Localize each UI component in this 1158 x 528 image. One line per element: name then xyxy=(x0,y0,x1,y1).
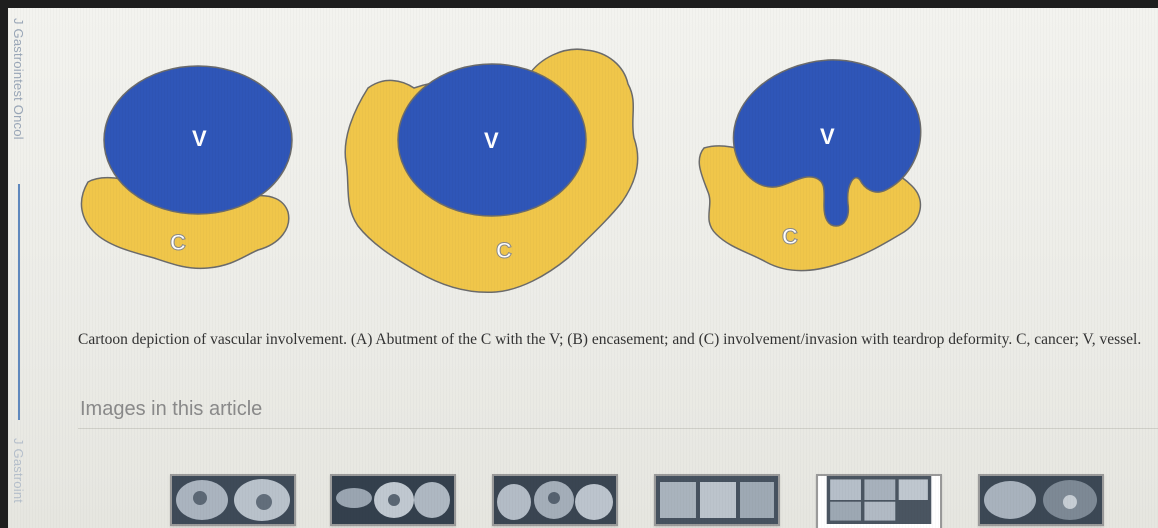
panel-c: V C xyxy=(699,60,920,271)
journal-side-rail: J Gastrointest Oncol J Gastroint xyxy=(8,8,36,528)
side-rail-line xyxy=(18,184,20,420)
panel-a-vessel-letter: V xyxy=(192,126,207,151)
panel-a: V C xyxy=(81,66,292,268)
ct-scan-thumbnail-icon xyxy=(818,476,940,524)
vascular-involvement-figure: V C V C V C xyxy=(68,36,928,304)
panel-c-vessel-letter: V xyxy=(820,124,835,149)
panel-b-vessel-letter: V xyxy=(484,128,499,153)
thumbnail-strip xyxy=(170,474,1130,528)
ct-scan-thumbnail-icon xyxy=(172,476,294,524)
thumbnail-1[interactable] xyxy=(170,474,296,526)
ct-scan-thumbnail-icon xyxy=(656,476,778,524)
ct-scan-thumbnail-icon xyxy=(494,476,616,524)
panel-c-cancer-letter: C xyxy=(782,224,798,249)
thumbnail-5[interactable] xyxy=(816,474,942,528)
figure-illustration: V C V C V C xyxy=(68,36,928,304)
thumbnail-2[interactable] xyxy=(330,474,456,526)
journal-label[interactable]: J Gastrointest Oncol xyxy=(11,18,26,140)
ct-scan-thumbnail-icon xyxy=(980,476,1102,524)
section-divider xyxy=(78,428,1158,429)
figure-caption: Cartoon depiction of vascular involvemen… xyxy=(78,330,1158,350)
thumbnail-6[interactable] xyxy=(978,474,1104,526)
panel-a-cancer-letter: C xyxy=(170,230,186,255)
browser-screen: J Gastrointest Oncol J Gastroint V C V C xyxy=(8,8,1158,528)
images-section-heading: Images in this article xyxy=(80,398,262,421)
ct-scan-thumbnail-icon xyxy=(332,476,454,524)
thumbnail-4[interactable] xyxy=(654,474,780,526)
panel-b: V C xyxy=(345,49,637,292)
thumbnail-3[interactable] xyxy=(492,474,618,526)
panel-b-cancer-letter: C xyxy=(496,238,512,263)
journal-label-lower[interactable]: J Gastroint xyxy=(11,438,26,503)
